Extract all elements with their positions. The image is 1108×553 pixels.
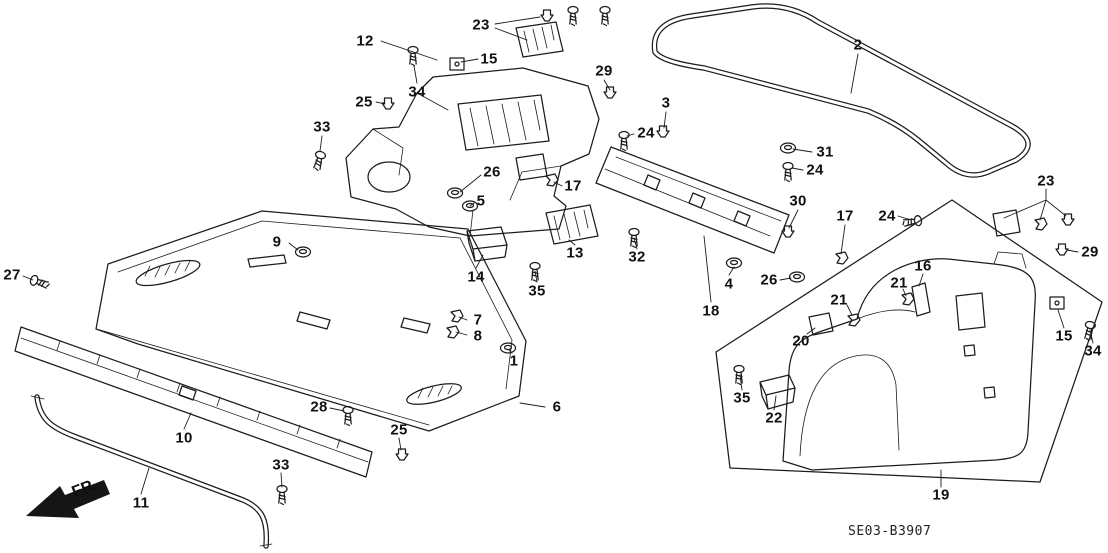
part-label-27: 27 (3, 266, 21, 284)
part-label-25: 25 (355, 93, 373, 111)
part-label-20: 20 (792, 332, 810, 350)
part-label-7: 7 (473, 311, 483, 329)
part-label-6: 6 (552, 398, 562, 416)
part-label-8: 8 (473, 327, 483, 345)
part-label-9: 9 (272, 233, 282, 251)
part-label-34: 34 (408, 83, 426, 101)
part-label-3: 3 (661, 94, 671, 112)
part-label-16: 16 (914, 257, 932, 275)
part-label-23: 23 (1037, 172, 1055, 190)
part-label-21: 21 (890, 274, 908, 292)
part-label-24: 24 (878, 207, 896, 225)
part-label-29: 29 (595, 62, 613, 80)
part-label-18: 18 (702, 302, 720, 320)
part-label-1: 1 (509, 352, 519, 370)
part-label-15: 15 (480, 50, 498, 68)
rear-panel-trim-art (595, 146, 790, 254)
part-label-28: 28 (310, 398, 328, 416)
rear-tray-art (95, 210, 527, 432)
part-label-34: 34 (1084, 342, 1102, 360)
part-label-35: 35 (733, 389, 751, 407)
part-label-33: 33 (272, 456, 290, 474)
part-label-29: 29 (1081, 243, 1099, 261)
fr-arrow-icon (26, 480, 110, 518)
part-label-26: 26 (760, 271, 778, 289)
left-side-lining-art (345, 67, 600, 237)
leader-lines (22, 16, 1094, 495)
part-label-21: 21 (830, 291, 848, 309)
detail-box (715, 199, 1103, 483)
trunk-seal-art (30, 394, 273, 549)
part-label-26: 26 (483, 163, 501, 181)
part-label-15: 15 (1055, 327, 1073, 345)
part-label-11: 11 (132, 494, 150, 512)
part-label-25: 25 (390, 421, 408, 439)
weatherstrip-art (651, 3, 1031, 178)
part-label-35: 35 (528, 282, 546, 300)
part-label-19: 19 (932, 486, 950, 504)
part-label-13: 13 (566, 244, 584, 262)
part-label-31: 31 (816, 143, 834, 161)
part-label-5: 5 (476, 192, 486, 210)
part-label-2: 2 (853, 36, 863, 54)
small-parts-art (466, 21, 1021, 410)
part-label-32: 32 (628, 248, 646, 266)
right-side-lining-art (782, 251, 1036, 471)
part-label-4: 4 (724, 275, 734, 293)
part-label-12: 12 (356, 32, 374, 50)
part-label-23: 23 (472, 16, 490, 34)
part-label-24: 24 (806, 161, 824, 179)
part-label-33: 33 (313, 118, 331, 136)
part-label-17: 17 (564, 177, 582, 195)
tray-support-art (14, 326, 373, 478)
diagram-code: SE03-B3907 (848, 524, 932, 539)
part-label-14: 14 (467, 268, 485, 286)
part-label-10: 10 (175, 429, 193, 447)
part-label-22: 22 (765, 409, 783, 427)
part-label-17: 17 (836, 207, 854, 225)
part-label-24: 24 (637, 124, 655, 142)
part-label-30: 30 (789, 192, 807, 210)
